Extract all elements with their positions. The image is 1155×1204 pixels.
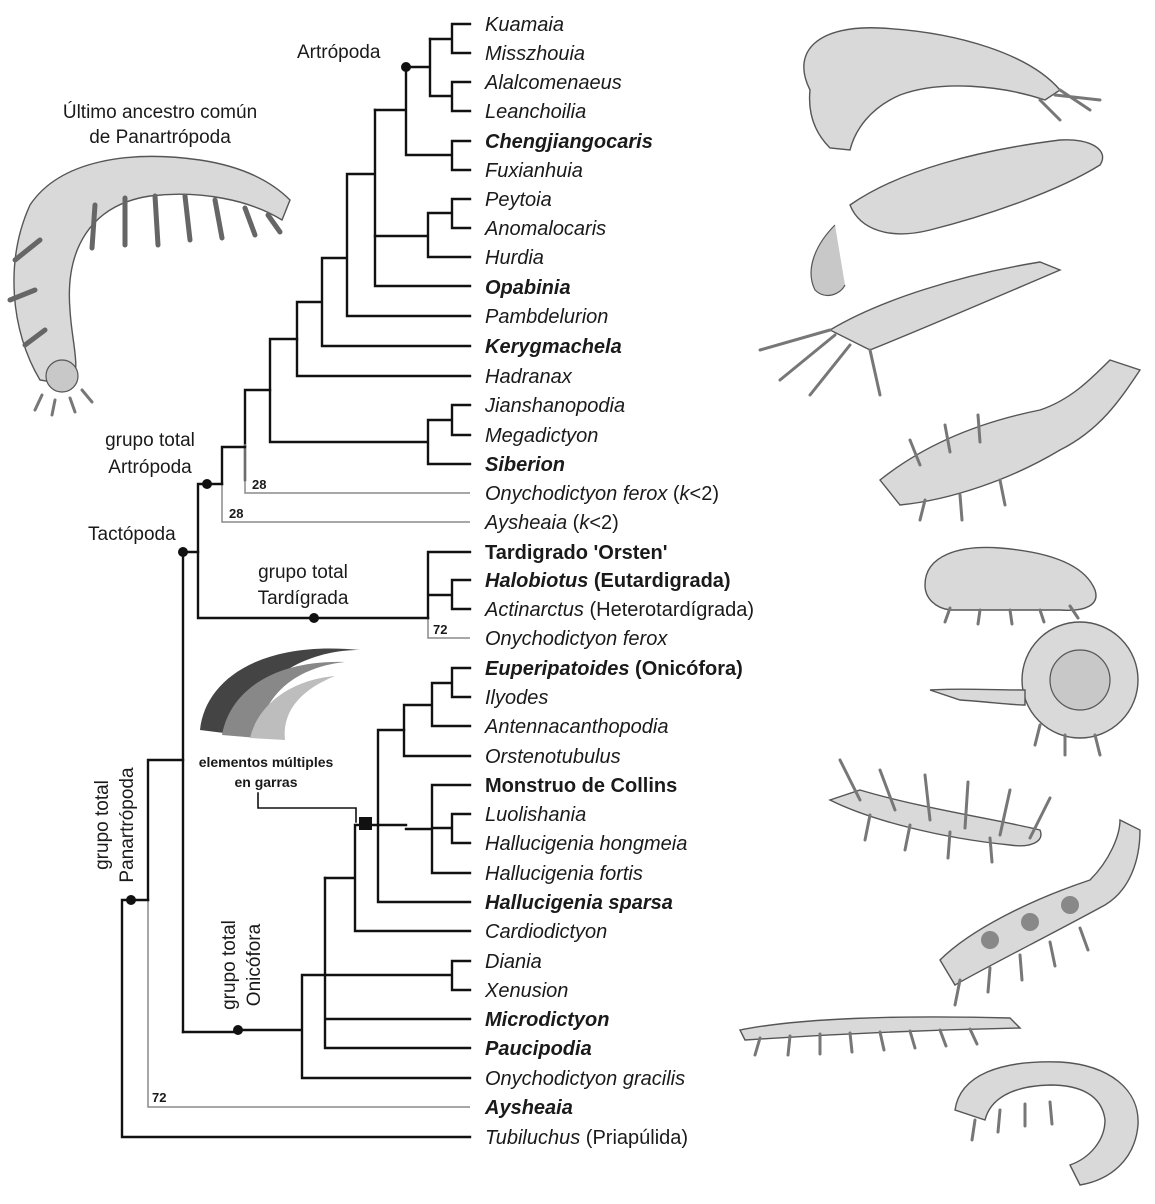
branch — [428, 552, 470, 618]
taxon-label: Aysheaia (k<2) — [484, 512, 619, 534]
node-gt-onicofora — [233, 1025, 243, 1035]
group-label-gt-panartropoda-1: grupo total — [92, 780, 113, 870]
group-label-gt-tardigrada-2: Tardígrada — [258, 588, 349, 609]
support-value: 28 — [252, 477, 266, 492]
tubiluchus-illustration — [955, 1062, 1138, 1185]
onychophoran-illustration — [930, 622, 1138, 755]
group-label-gt-artropoda-1: grupo total — [105, 430, 195, 451]
taxon-label: Cardiodictyon — [485, 921, 607, 943]
branch — [297, 110, 470, 376]
taxon-label: Euperipatoides (Onicófora) — [485, 658, 743, 680]
taxon-label: Kerygmachela — [485, 336, 622, 358]
taxon-label: Onychodictyon gracilis — [485, 1068, 685, 1090]
branch — [406, 785, 470, 873]
taxon-label: Chengjiangocaris — [485, 131, 653, 153]
branch — [375, 199, 470, 257]
arthropod-illustration — [804, 28, 1100, 150]
taxon-label: Jianshanopodia — [484, 395, 625, 417]
group-label-gt-tardigrada-1: grupo total — [258, 562, 348, 583]
taxon-label: Onychodictyon ferox — [485, 628, 668, 650]
branch — [198, 484, 222, 552]
branch — [222, 447, 245, 484]
taxon-label: Hadranax — [485, 366, 573, 388]
taxon-label: Aysheaia — [484, 1097, 573, 1119]
taxon-label: Peytoia — [485, 189, 552, 211]
taxon-label: Misszhouia — [485, 43, 585, 65]
group-label-artropoda: Artrópoda — [297, 42, 381, 63]
branch — [325, 878, 470, 1048]
taxon-label: Monstruo de Collins — [485, 775, 677, 797]
figure-title-line2: de Panartrópoda — [89, 127, 231, 148]
claw-caption-line2: en garras — [234, 774, 297, 790]
taxon-label: Hallucigenia sparsa — [485, 892, 673, 914]
branch — [148, 760, 183, 900]
taxon-label: Diania — [485, 951, 542, 973]
branch — [270, 339, 470, 464]
microdictyon-illustration — [940, 820, 1140, 1005]
taxon-labels: Kuamaia Misszhouia Alalcomenaeus Leancho… — [484, 14, 754, 1149]
branch — [406, 39, 470, 111]
branch — [404, 668, 470, 756]
ancestor-illustration — [10, 156, 290, 415]
group-label-gt-panartropoda-2: Panartrópoda — [117, 767, 138, 883]
tardigrade-illustration — [925, 547, 1096, 624]
branch — [325, 825, 470, 931]
support-value: 72 — [152, 1090, 166, 1105]
taxon-label: Opabinia — [485, 277, 571, 299]
group-label-gt-artropoda-2: Artrópoda — [108, 457, 192, 478]
taxon-label: Antennacanthopodia — [484, 716, 669, 738]
taxon-label: Microdictyon — [485, 1009, 609, 1031]
node-gt-artropoda — [202, 479, 212, 489]
aysheaia-illustration — [740, 1017, 1020, 1055]
support-value: 28 — [229, 506, 243, 521]
opabinia-illustration — [760, 262, 1060, 395]
taxon-label: Tubiluchus (Priapúlida) — [485, 1127, 688, 1149]
taxon-label: Megadictyon — [485, 425, 598, 447]
branch — [430, 24, 470, 53]
taxon-label: Hallucigenia hongmeia — [485, 833, 687, 855]
taxon-label: Onychodictyon ferox (k<2) — [485, 483, 719, 505]
taxon-label: Ilyodes — [485, 687, 548, 709]
taxon-label: Luolishania — [485, 804, 586, 826]
group-label-gt-onicofora-1: grupo total — [219, 920, 240, 1010]
claw-caption-line1: elementos múltiples — [199, 754, 334, 770]
claw-illustration — [200, 648, 360, 740]
group-label-tactopoda: Tactópoda — [88, 524, 176, 545]
hallucigenia-illustration — [830, 760, 1050, 862]
node-artropoda — [401, 62, 411, 72]
figure-title-line1: Último ancestro común — [63, 101, 257, 123]
taxon-label: Fuxianhuia — [485, 160, 583, 182]
taxon-label: Pambdelurion — [485, 306, 608, 328]
node-gt-panartropoda — [126, 895, 136, 905]
taxon-label: Paucipodia — [485, 1038, 592, 1060]
taxon-label: Tardigrado 'Orsten' — [485, 542, 668, 564]
taxon-label: Hallucigenia fortis — [485, 863, 643, 885]
radiodont-illustration — [811, 140, 1103, 296]
branch — [245, 390, 270, 480]
taxon-label: Orstenotubulus — [485, 746, 621, 768]
taxon-label: Siberion — [485, 454, 565, 476]
taxon-label: Leanchoilia — [485, 101, 586, 123]
node-claw-character — [359, 817, 372, 830]
branch — [245, 444, 470, 493]
taxon-label: Kuamaia — [485, 14, 564, 36]
support-value: 72 — [433, 622, 447, 637]
taxon-label: Actinarctus (Heterotardígrada) — [484, 599, 754, 621]
caption-pointer — [258, 793, 356, 822]
taxon-label: Alalcomenaeus — [484, 72, 622, 94]
node-gt-tardigrada — [309, 613, 319, 623]
node-tactopoda — [178, 547, 188, 557]
gilled-lobopodian-illustration — [880, 360, 1140, 520]
taxon-label: Halobiotus (Eutardigrada) — [485, 570, 731, 592]
taxon-label: Anomalocaris — [484, 218, 606, 240]
taxon-label: Hurdia — [485, 247, 544, 269]
taxon-label: Xenusion — [484, 980, 568, 1002]
group-label-gt-onicofora-2: Onicófora — [244, 923, 265, 1006]
